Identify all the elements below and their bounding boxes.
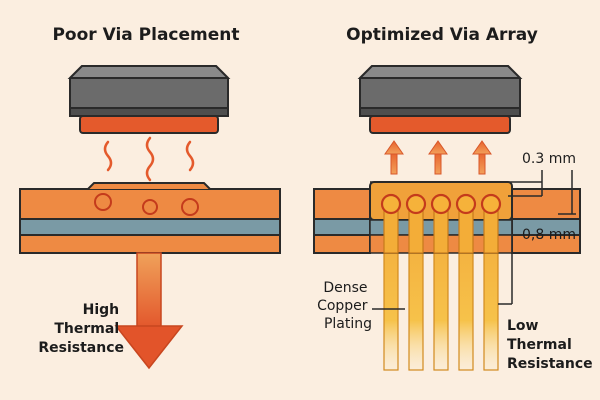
left-resistance-line-1: High (83, 302, 120, 318)
right-via-columns (383, 204, 499, 371)
plating-label: Dense Copper Plating (317, 280, 372, 332)
right-resistance-line-2: Thermal (507, 337, 572, 353)
left-pcb-stack (19, 182, 281, 254)
left-resistance-line-3: Resistance (38, 340, 124, 356)
right-resistance-line-1: Low (507, 318, 539, 334)
left-thermal-pad (79, 115, 219, 134)
plating-line-1: Dense (323, 280, 367, 296)
right-up-arrows-icon (384, 140, 492, 175)
right-thermal-pad (369, 115, 511, 134)
right-dense-vias (380, 193, 502, 215)
right-resistance-label: Low Thermal Resistance (507, 318, 593, 372)
left-resistance-label: High Thermal Resistance (38, 302, 124, 356)
right-dimension-lines (370, 170, 576, 305)
right-resistance-line-3: Resistance (507, 356, 593, 372)
right-panel-title: Optimized Via Array (346, 25, 538, 45)
left-heat-waves-icon (103, 136, 195, 182)
plating-line-3: Plating (324, 316, 372, 332)
left-sparse-vias (94, 193, 199, 216)
left-resistance-line-2: Thermal (54, 321, 119, 337)
right-component-chip (357, 65, 523, 117)
right-panel: Optimized Via Array (313, 25, 593, 372)
right-via-barrels (383, 204, 499, 254)
left-panel: Poor Via Placement (19, 25, 281, 370)
left-component-chip (67, 65, 231, 117)
plating-line-2: Copper (317, 298, 368, 314)
left-down-arrow-icon (114, 252, 184, 370)
left-panel-title: Poor Via Placement (52, 25, 239, 45)
dimension-label-bottom: 0,8 mm (522, 227, 576, 243)
dimension-label-top: 0.3 mm (522, 151, 576, 167)
